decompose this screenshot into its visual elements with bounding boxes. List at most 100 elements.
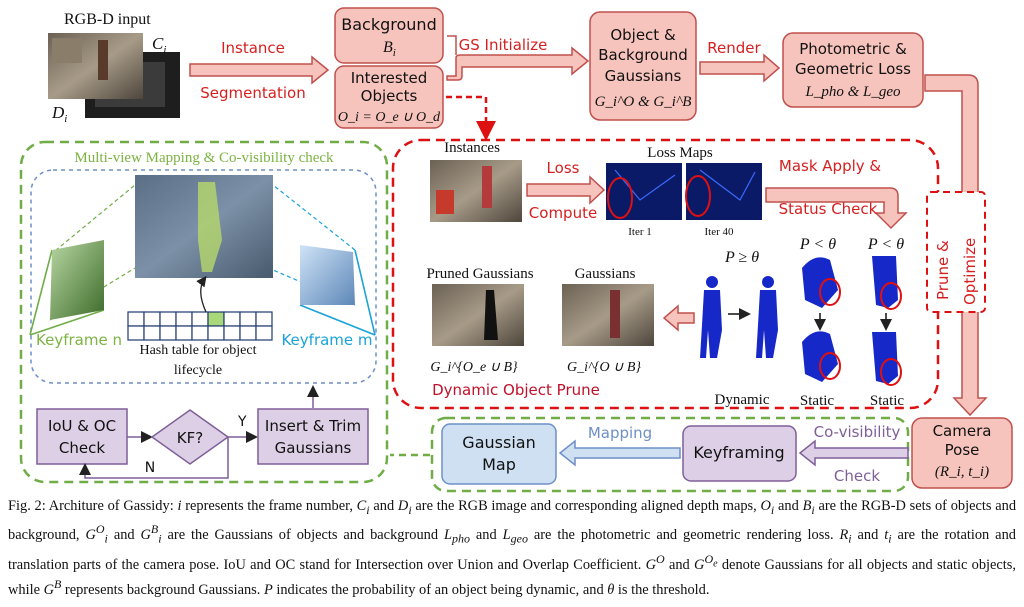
svg-text:Check: Check [834, 467, 880, 485]
object-background-gaussians-box: Object & Background Gaussians G_i^O & G_… [589, 11, 697, 121]
svg-text:Interested: Interested [351, 69, 428, 87]
svg-text:P < θ: P < θ [867, 236, 904, 253]
svg-text:Background: Background [598, 46, 688, 64]
di-symbol: D [51, 103, 65, 122]
photometric-geometric-loss-box: Photometric & Geometric Loss L_pho & L_g… [782, 32, 924, 108]
svg-text:Gaussians: Gaussians [275, 439, 352, 457]
svg-text:Static: Static [870, 393, 905, 409]
back-to-gaussians-arrow [662, 304, 695, 332]
loss-compute-arrow: Loss Compute [526, 159, 606, 222]
svg-text:Static: Static [800, 393, 835, 409]
svg-text:G_i^{O ∪ B}: G_i^{O ∪ B} [567, 360, 641, 375]
figure-caption: Fig. 2: Architure of Gassidy: i represen… [8, 498, 1017, 598]
svg-text:Loss: Loss [547, 159, 580, 177]
svg-text:Check: Check [59, 439, 105, 457]
svg-text:Status Check: Status Check [779, 200, 878, 218]
gaussian-map-box: Gaussian Map [441, 423, 557, 485]
mapping-arrow: Mapping [558, 424, 681, 467]
instance-segmentation-arrow: Instance Segmentation [189, 39, 330, 102]
objects-to-dynamic-arrow [446, 95, 496, 141]
svg-text:Photometric &: Photometric & [799, 40, 907, 58]
svg-text:Mapping: Mapping [588, 424, 652, 442]
svg-text:Ci: Ci [152, 34, 166, 56]
svg-text:P < θ: P < θ [799, 236, 836, 253]
svg-text:Gaussians: Gaussians [575, 266, 636, 282]
svg-text:Dynamic Object Prune: Dynamic Object Prune [432, 381, 600, 399]
interested-objects-box: Interested Objects O_i = O_e ∪ O_d [334, 65, 444, 129]
hash-arrow [196, 275, 207, 313]
svg-text:Prune &: Prune & [934, 240, 952, 300]
svg-text:Background: Background [341, 15, 436, 34]
ci-symbol: C [152, 34, 164, 53]
mapping-inner-panel [30, 169, 377, 384]
svg-text:Optimize: Optimize [961, 238, 979, 305]
svg-text:L_pho & L_geo: L_pho & L_geo [804, 84, 901, 100]
svg-text:lifecycle: lifecycle [174, 363, 222, 378]
background-box: Background Bi [334, 7, 444, 64]
gaussians-image [562, 284, 654, 346]
iou-oc-box: IoU & OC Check [36, 408, 128, 465]
loss-circle-1 [607, 177, 633, 219]
svg-text:(R_i, t_i): (R_i, t_i) [935, 464, 989, 480]
kf-decision: KF? [150, 409, 230, 465]
keyframing-box: Keyframing [682, 425, 797, 482]
loss-map-iter40 [686, 163, 762, 220]
svg-text:Render: Render [707, 39, 761, 57]
svg-text:Pose: Pose [945, 441, 980, 459]
svg-text:Co-visibility: Co-visibility [814, 423, 901, 441]
keyframe-m-image [300, 245, 355, 305]
svg-text:Dynamic: Dynamic [715, 392, 770, 408]
svg-text:Hash table for object: Hash table for object [139, 343, 256, 358]
svg-text:Bi: Bi [383, 39, 396, 59]
svg-text:G_i^{O_e ∪ B}: G_i^{O_e ∪ B} [430, 360, 518, 375]
svg-text:Multi-view Mapping & Co-visibi: Multi-view Mapping & Co-visibility check [74, 150, 334, 166]
svg-text:Iter 1: Iter 1 [628, 226, 652, 238]
co-visibility-arrow: Co-visibility Check [798, 423, 909, 485]
svg-text:Iter 40: Iter 40 [704, 226, 734, 238]
svg-text:Y: Y [237, 414, 247, 430]
rgbd-input-label: RGB-D input [64, 11, 151, 28]
render-arrow: Render [699, 39, 781, 83]
svg-text:IoU & OC: IoU & OC [48, 417, 116, 435]
svg-text:O_i = O_e ∪ O_d: O_i = O_e ∪ O_d [338, 110, 441, 125]
svg-text:P ≥ θ: P ≥ θ [724, 249, 759, 266]
mask-apply-arrow: Mask Apply & Status Check [765, 157, 908, 230]
svg-text:Instance: Instance [221, 39, 285, 57]
loss-map-iter1 [606, 163, 682, 220]
svg-text:Mask Apply &: Mask Apply & [779, 157, 882, 175]
svg-text:Compute: Compute [529, 204, 597, 222]
svg-text:GS Initialize: GS Initialize [459, 36, 548, 54]
svg-text:Gaussians: Gaussians [605, 67, 682, 85]
svg-text:Instances: Instances [444, 140, 500, 156]
mapping-panel [19, 140, 389, 484]
hash-table [127, 311, 273, 341]
svg-text:Camera: Camera [933, 422, 992, 440]
svg-text:Objects: Objects [361, 87, 418, 105]
svg-text:Di: Di [51, 103, 67, 125]
svg-text:Gaussian: Gaussian [462, 433, 535, 452]
svg-text:N: N [145, 460, 155, 476]
gs-initialize-arrow: GS Initialize [446, 35, 590, 81]
svg-text:Keyframe n: Keyframe n [36, 331, 122, 349]
svg-text:Geometric Loss: Geometric Loss [795, 60, 911, 78]
svg-text:Keyframing: Keyframing [693, 443, 784, 462]
dynamic-silhouettes [700, 276, 778, 358]
svg-text:Segmentation: Segmentation [200, 84, 305, 102]
svg-text:Insert & Trim: Insert & Trim [265, 417, 361, 435]
pruned-gaussians-image [432, 284, 524, 346]
insert-trim-box: Insert & Trim Gaussians [257, 408, 369, 465]
rgbd-input-group: RGB-D input Ci Di [48, 11, 180, 125]
prune-optimize-box [926, 191, 986, 313]
svg-text:Keyframe m: Keyframe m [281, 331, 372, 349]
svg-text:Loss Maps: Loss Maps [647, 145, 713, 161]
svg-text:Pruned Gaussians: Pruned Gaussians [426, 266, 533, 282]
svg-text:Object &: Object & [610, 26, 676, 44]
camera-pose-box: Camera Pose (R_i, t_i) [911, 417, 1013, 489]
svg-text:KF?: KF? [177, 429, 203, 447]
svg-text:Map: Map [482, 455, 516, 474]
keyframe-n-image [50, 240, 104, 320]
static-objects [802, 256, 902, 386]
svg-text:G_i^O & G_i^B: G_i^O & G_i^B [595, 94, 692, 110]
loss-circle-2 [685, 175, 711, 217]
